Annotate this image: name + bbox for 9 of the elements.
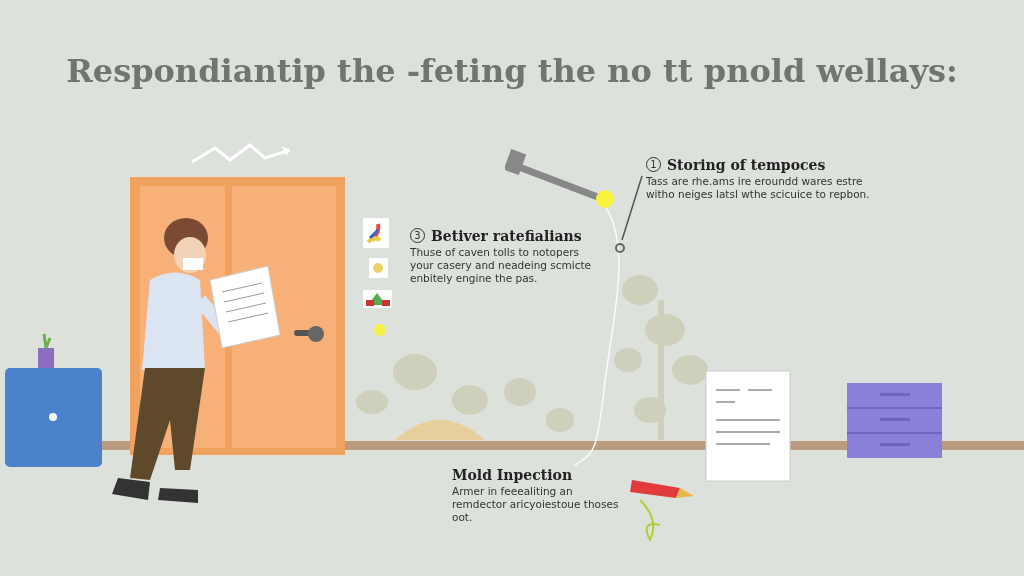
callout-text: Tass are rhe.ams ire eroundd wares estre witho neiges latsl wthe scicuice to repbon. — [646, 175, 871, 201]
callout-text: Armer in feeealiting an remdector aricyoiestoue thoses oot. — [452, 485, 620, 524]
callout-text: Thuse of caven tolls to notopers your casery and neadeing scmicte enbitely engine the pas. — [410, 246, 593, 285]
cable-line — [573, 207, 620, 467]
callout-heading: Mold Inpection — [452, 466, 573, 483]
callout-heading: Betiver ratefialians — [431, 227, 582, 244]
leader-line — [621, 175, 643, 241]
title: Respondiantip the -feting the no tt pnold wellays: — [65, 52, 959, 90]
callout-heading: Storing of tempoces — [667, 156, 826, 173]
